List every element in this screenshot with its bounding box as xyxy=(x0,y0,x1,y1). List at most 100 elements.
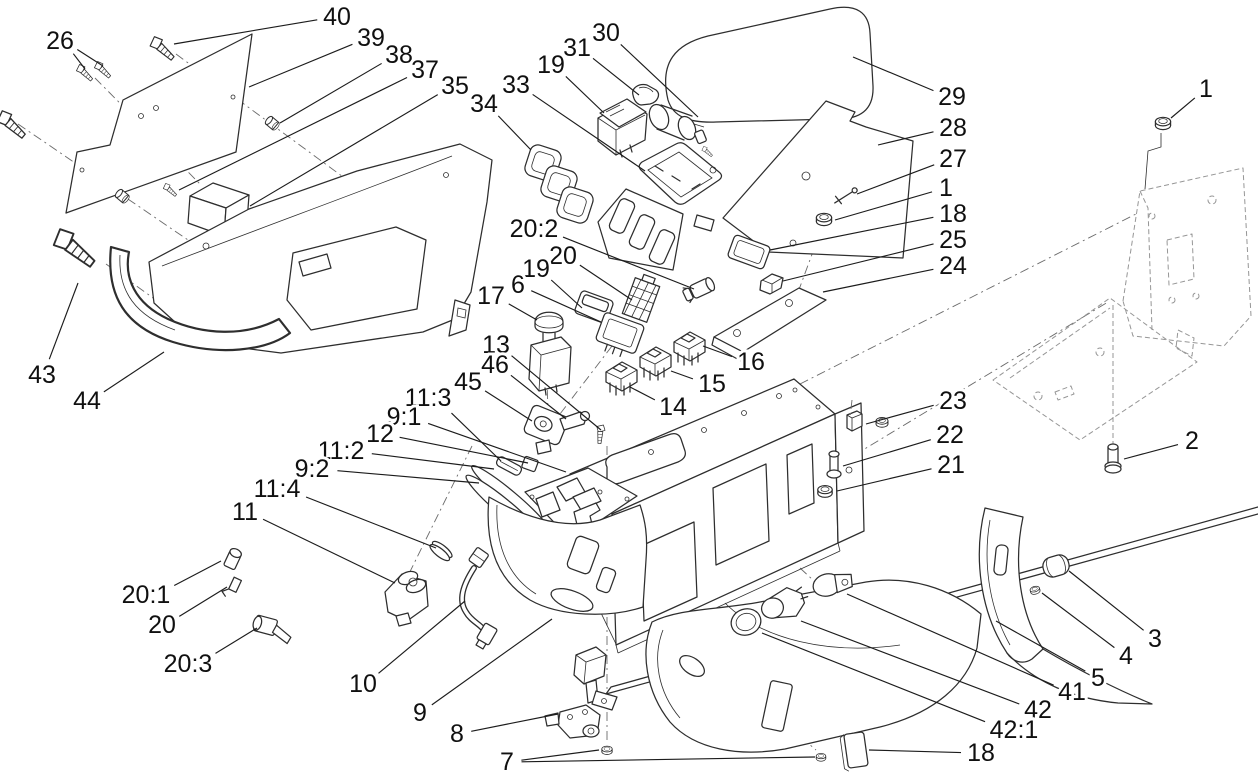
callout-label-29: 29 xyxy=(938,83,966,111)
callout-leader-9 xyxy=(431,618,553,706)
part-slot-panel xyxy=(597,188,684,271)
part-clip xyxy=(759,273,784,295)
part-wire-harness xyxy=(459,547,498,650)
callout-label-11-2: 11:2 xyxy=(318,437,365,465)
callout-label-44: 44 xyxy=(73,387,101,415)
callout-leader-29 xyxy=(852,56,934,92)
callout-label-20-3: 20:3 xyxy=(164,650,213,678)
callout-label-17: 17 xyxy=(477,282,505,310)
callout-leader-28 xyxy=(877,131,934,146)
callout-leader-14 xyxy=(629,386,656,401)
part-rocker-switches-center xyxy=(574,290,645,358)
callout-leader-22 xyxy=(842,439,931,467)
callout-label-8: 8 xyxy=(450,720,464,748)
callout-label-42: 42 xyxy=(1024,696,1052,724)
callout-leader-20-3 xyxy=(215,627,258,654)
part-fuse-block xyxy=(621,273,661,323)
callout-leader-45 xyxy=(484,390,533,422)
callout-leader-40 xyxy=(173,19,318,45)
callout-leader-7 xyxy=(521,749,600,761)
callout-leader-13 xyxy=(511,355,602,431)
callout-label-7: 7 xyxy=(500,748,514,776)
callout-label-11-4: 11:4 xyxy=(254,475,301,503)
callout-label-43: 43 xyxy=(28,361,56,389)
callout-leader-30 xyxy=(620,44,699,118)
callout-label-10: 10 xyxy=(349,670,377,698)
part-seat-pedestal-phantom xyxy=(992,116,1252,474)
callout-leader-20-c xyxy=(579,264,633,301)
callout-label-20-c: 20 xyxy=(549,242,577,270)
callout-leader-42-1 xyxy=(761,632,986,723)
callout-leader-26 xyxy=(76,49,104,67)
callout-leader-12 xyxy=(399,436,529,464)
callout-label-30: 30 xyxy=(592,19,620,47)
callout-leader-20-1 xyxy=(173,560,222,586)
callout-leader-19-c xyxy=(550,279,583,309)
callout-leader-11-2 xyxy=(371,453,495,470)
callout-leader-23 xyxy=(865,404,934,425)
callout-leader-4 xyxy=(1041,592,1115,649)
callout-leader-20-2 xyxy=(562,236,695,290)
callout-label-24: 24 xyxy=(939,252,967,280)
callout-label-20-b: 20 xyxy=(148,611,176,639)
part-switch-bezels xyxy=(524,144,594,224)
bolt-2 xyxy=(1104,443,1122,474)
part-bracket xyxy=(711,287,827,362)
callout-label-6: 6 xyxy=(511,271,525,299)
part-left-side-panel xyxy=(148,143,493,354)
callout-leader-19-top xyxy=(565,75,605,114)
callout-label-45: 45 xyxy=(454,368,482,396)
callout-label-37: 37 xyxy=(411,56,439,84)
callout-leader-46 xyxy=(510,374,567,420)
callout-label-18-mid: 18 xyxy=(939,200,967,228)
callout-label-28: 28 xyxy=(939,114,967,142)
callout-label-20-2: 20:2 xyxy=(510,215,559,243)
callout-leader-9-2 xyxy=(337,470,480,484)
callout-label-46: 46 xyxy=(481,351,509,379)
callout-label-14: 14 xyxy=(659,393,687,421)
callout-leader-16 xyxy=(702,345,733,358)
callout-leader-34 xyxy=(497,115,532,151)
callout-label-27: 27 xyxy=(939,145,967,173)
callout-leader-43 xyxy=(48,282,79,360)
part-seat-plate xyxy=(693,100,914,259)
callout-leader-39 xyxy=(248,43,353,88)
part-latch xyxy=(384,540,453,627)
callout-leader-26 xyxy=(72,53,86,70)
callout-label-33: 33 xyxy=(502,71,530,99)
part-pad-mid xyxy=(727,234,771,270)
part-mount-panel xyxy=(65,33,253,214)
callout-leader-8 xyxy=(471,713,559,732)
part-knob xyxy=(632,83,660,106)
callout-leader-21 xyxy=(836,468,932,492)
callout-leader-2 xyxy=(1123,444,1179,460)
callout-leader-41 xyxy=(846,593,1054,686)
callout-label-9: 9 xyxy=(413,699,427,727)
callout-label-4: 4 xyxy=(1119,642,1133,670)
callout-label-34: 34 xyxy=(470,90,498,118)
callout-label-2: 2 xyxy=(1185,427,1199,455)
part-gauges xyxy=(730,573,853,636)
callout-leader-42 xyxy=(800,620,1020,705)
part-bulb-socket xyxy=(682,277,716,304)
callout-leader-17 xyxy=(508,303,538,321)
callout-leader-15 xyxy=(670,370,694,380)
part-pto-switch xyxy=(528,311,572,396)
callout-label-21: 21 xyxy=(937,451,965,479)
part-frame-hardware xyxy=(817,399,889,498)
callout-leader-3 xyxy=(1068,570,1144,631)
callout-leader-6 xyxy=(531,290,602,323)
callout-label-22: 22 xyxy=(936,421,964,449)
callout-label-9-1: 9:1 xyxy=(387,403,422,431)
callout-label-25: 25 xyxy=(939,226,967,254)
callout-leader-44 xyxy=(103,351,165,393)
callout-leader-5 xyxy=(995,620,1086,672)
callout-leader-11-4 xyxy=(305,496,437,549)
callout-leader-20-b xyxy=(178,586,228,617)
part-right-panel xyxy=(978,507,1153,705)
callout-label-23: 23 xyxy=(939,387,967,415)
part-power-socket xyxy=(648,103,707,145)
callout-label-9-2: 9:2 xyxy=(295,455,330,483)
callout-label-16: 16 xyxy=(737,348,765,376)
